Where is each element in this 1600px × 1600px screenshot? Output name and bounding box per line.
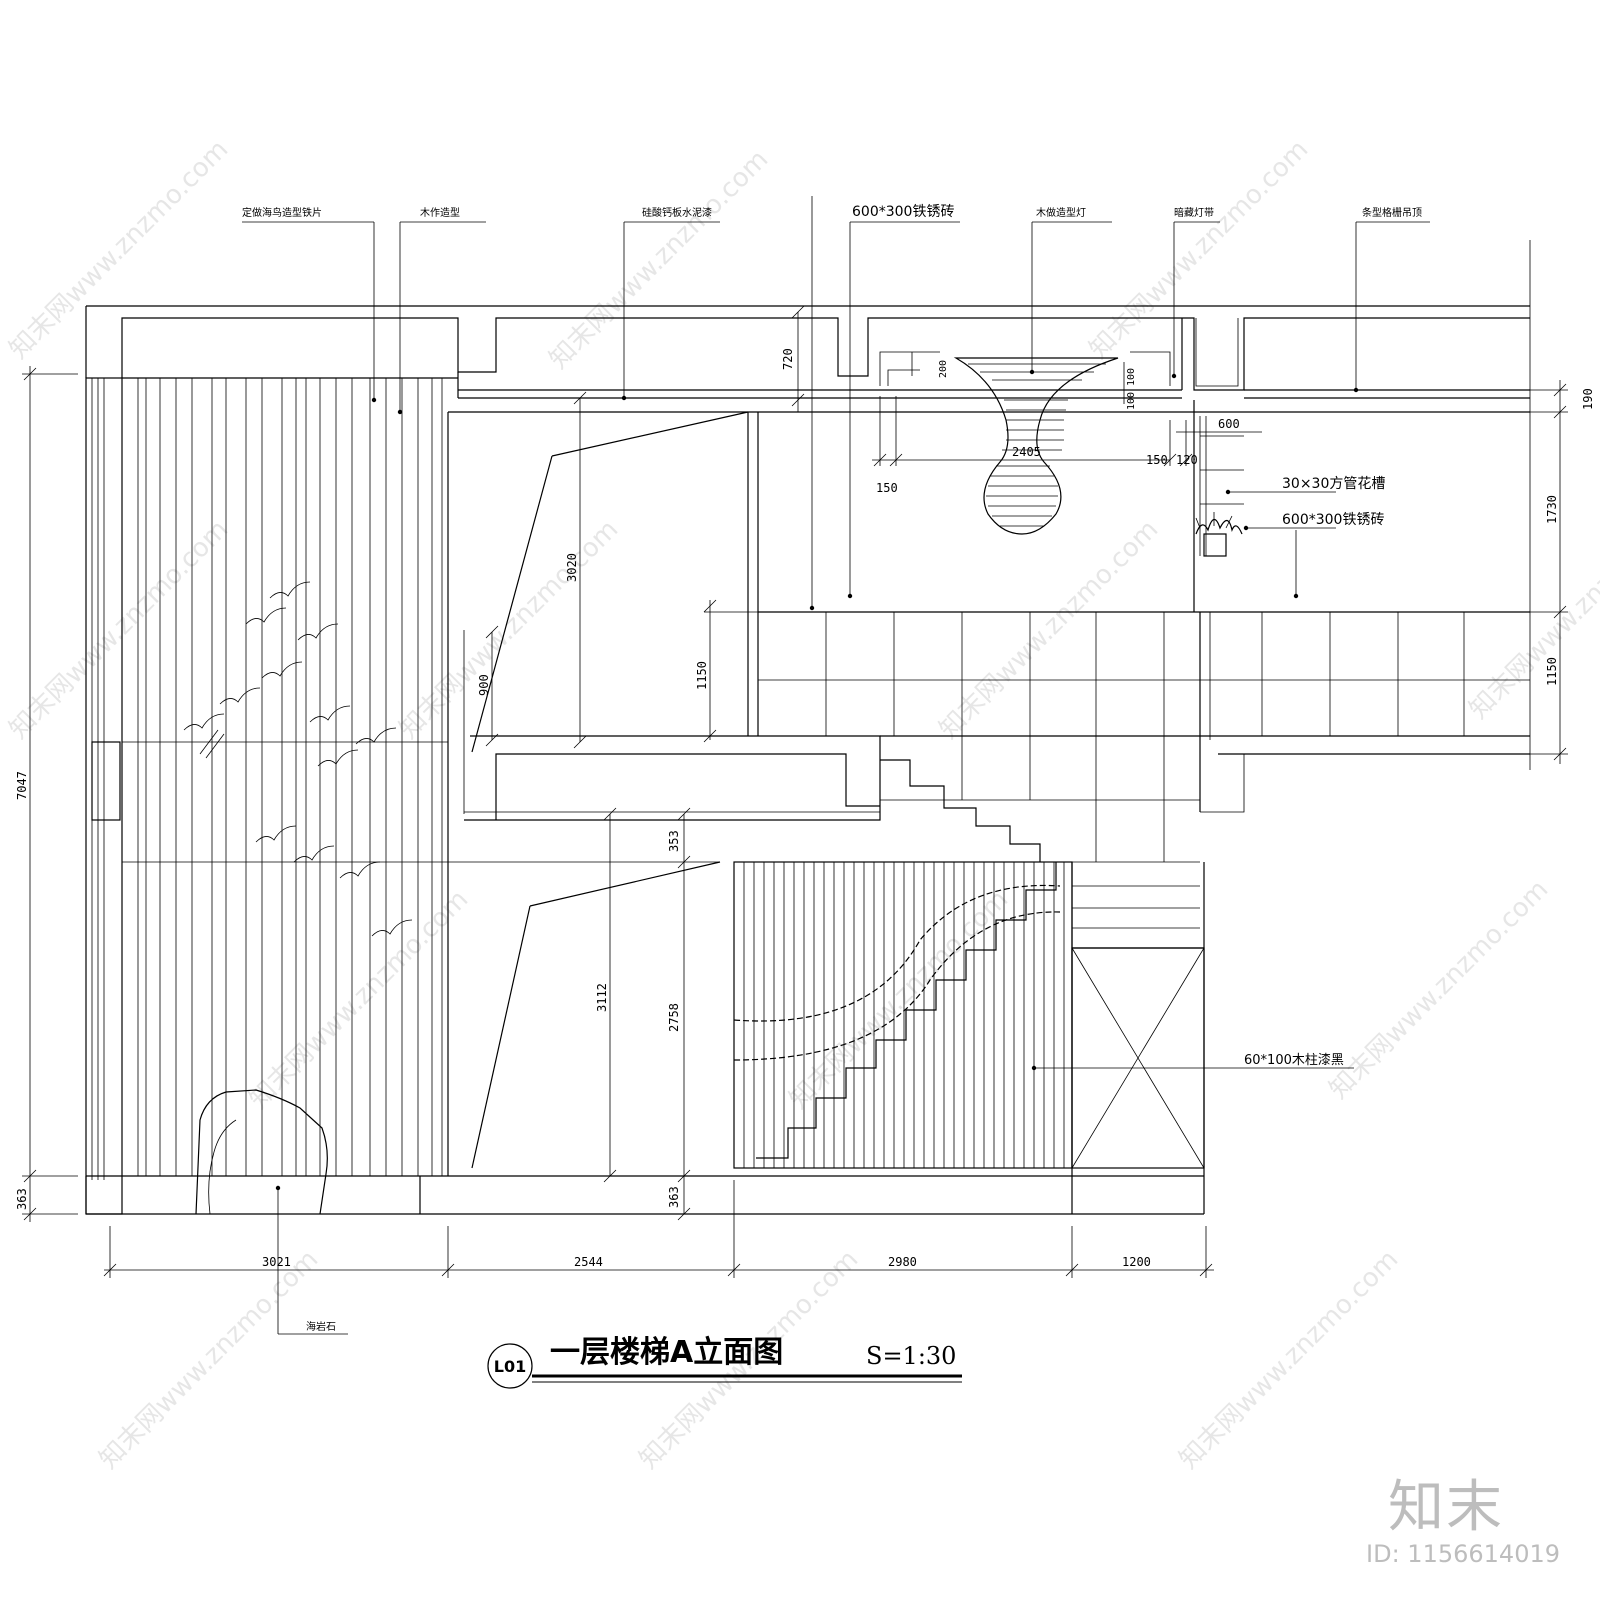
dim-353: 353 — [667, 830, 681, 852]
center-wall — [447, 411, 1041, 1176]
label-rusty-tile-side: 600*300铁锈砖 — [1282, 512, 1384, 528]
watermark-layer: 知末网www.znzmo.com 知末网www.znzmo.com 知末网www… — [4, 134, 1600, 1475]
dim-2544: 2544 — [574, 1255, 603, 1269]
watermark-text: 知末网www.znzmo.com — [94, 1244, 325, 1475]
dim-1150: 1150 — [695, 661, 709, 690]
dim-1730: 1730 — [1545, 495, 1559, 524]
label-wood-lamp: 木做造型灯 — [1036, 206, 1086, 219]
rusty-tile-wall — [758, 400, 1530, 863]
dimension-lines — [22, 240, 1568, 1278]
watermark-text: 知末网www.znzmo.com — [544, 144, 775, 375]
label-sea-rock: 海岩石 — [306, 1320, 336, 1333]
dim-7047: 7047 — [15, 771, 29, 800]
watermark-text: 知末网www.znzmo.com — [934, 514, 1165, 745]
label-rusty-tile-top: 600*300铁锈砖 — [852, 204, 954, 220]
drawing-scale: S=1:30 — [866, 1342, 956, 1370]
dim-2980: 2980 — [888, 1255, 917, 1269]
watermark-text: 知末网www.znzmo.com — [1324, 874, 1555, 1105]
ceiling-structure — [85, 305, 1530, 413]
watermark-text: 知末网www.znzmo.com — [394, 514, 625, 745]
floor-base — [85, 1175, 1204, 1215]
dim-150-left: 150 — [876, 481, 898, 495]
dimension-labels: 720 200 100 100 2405 150 150 120 600 302… — [15, 348, 1595, 1269]
dim-3020: 3020 — [565, 553, 579, 582]
dim-3112: 3112 — [595, 983, 609, 1012]
dim-363-left: 363 — [15, 1188, 29, 1210]
watermark-text: 知末网www.znzmo.com — [4, 514, 235, 745]
sea-rock — [195, 1089, 328, 1215]
dim-1200: 1200 — [1122, 1255, 1151, 1269]
watermark-text: 知末网www.znzmo.com — [1084, 134, 1315, 365]
label-grille-ceiling: 条型格栅吊顶 — [1362, 206, 1422, 219]
drawing-tag: L01 — [494, 1357, 526, 1376]
drawing-tag-circle — [487, 1343, 533, 1389]
planter-box — [1195, 416, 1244, 557]
drawing-title: 一层楼梯A立面图 — [550, 1335, 783, 1370]
dim-1150-right: 1150 — [1545, 657, 1559, 686]
dim-2405: 2405 — [1012, 445, 1041, 459]
title-block: L01 一层楼梯A立面图 S=1:30 — [487, 1335, 962, 1389]
dim-900: 900 — [477, 674, 491, 696]
dim-600: 600 — [1218, 417, 1240, 431]
dim-100a: 100 — [1126, 368, 1137, 386]
annotation-labels: 定做海鸟造型铁片 木作造型 硅酸钙板水泥漆 600*300铁锈砖 木做造型灯 暗… — [242, 204, 1422, 1333]
dim-150-right: 150 — [1146, 453, 1168, 467]
watermark-text: 知末网www.znzmo.com — [244, 884, 475, 1115]
wood-lamp — [953, 357, 1119, 535]
dim-100b: 100 — [1126, 392, 1137, 410]
watermark-text: 知末网www.znzmo.com — [784, 884, 1015, 1115]
dim-190: 190 — [1581, 388, 1595, 410]
dim-3021: 3021 — [262, 1255, 291, 1269]
label-wood-column: 60*100木柱漆黑 — [1244, 1052, 1344, 1068]
leader-lines — [242, 196, 1430, 1335]
watermark-text: 知末网www.znzmo.com — [1464, 494, 1600, 725]
label-hidden-light: 暗藏灯带 — [1174, 206, 1214, 219]
watermark-text: 知末网www.znzmo.com — [4, 134, 235, 365]
label-seabird-iron: 定做海鸟造型铁片 — [242, 206, 322, 219]
lower-stair-columns — [733, 861, 1205, 1214]
label-wood-shape: 木作造型 — [420, 206, 460, 219]
dim-200: 200 — [938, 360, 949, 378]
seabird-decoration — [183, 581, 413, 937]
watermark-text: 知末网www.znzmo.com — [1174, 1244, 1405, 1475]
dim-363-mid: 363 — [667, 1186, 681, 1208]
label-calcium-board: 硅酸钙板水泥漆 — [642, 206, 712, 219]
dim-2758: 2758 — [667, 1003, 681, 1032]
image-id: ID: 1156614019 — [1366, 1540, 1560, 1568]
label-square-tube: 30×30方管花槽 — [1282, 476, 1385, 492]
dim-720: 720 — [781, 348, 795, 370]
brand-logo: 知末 — [1388, 1475, 1504, 1540]
left-slat-wall — [85, 377, 720, 1215]
dim-120: 120 — [1176, 453, 1198, 467]
